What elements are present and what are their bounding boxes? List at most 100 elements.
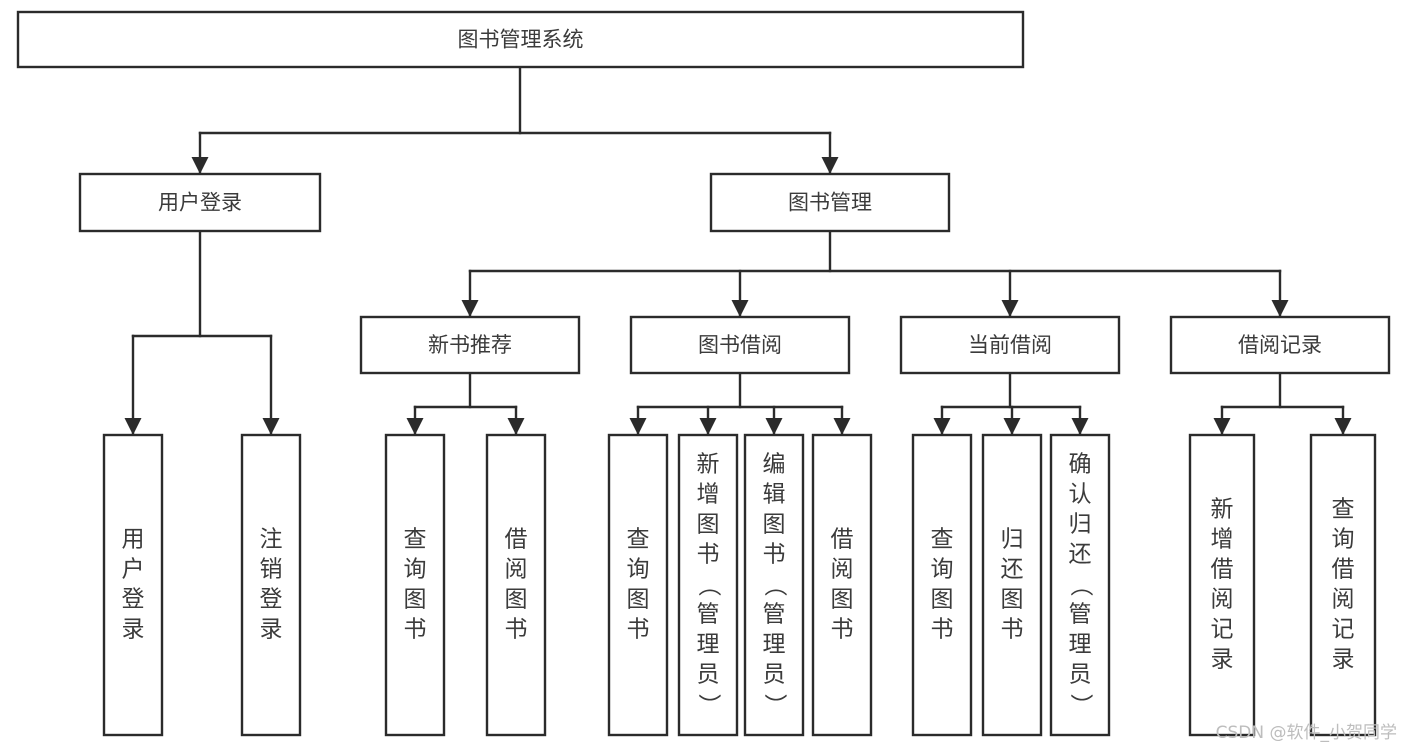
svg-text:新: 新 <box>697 452 720 478</box>
svg-text:增: 增 <box>697 482 720 508</box>
svg-text:阅: 阅 <box>505 557 528 583</box>
node-box <box>1309 433 1377 737</box>
arrow-head-icon <box>507 418 525 435</box>
svg-text:销: 销 <box>260 557 283 583</box>
svg-text:询: 询 <box>931 557 954 583</box>
node-level3-新书推荐-0[interactable]: 新书推荐 <box>359 315 581 375</box>
svg-text:书: 书 <box>697 542 720 568</box>
svg-text:图: 图 <box>505 587 528 613</box>
svg-text:录: 录 <box>122 617 145 643</box>
node-box <box>1169 315 1391 375</box>
svg-text:记: 记 <box>1332 617 1355 643</box>
svg-text:书: 书 <box>1001 617 1024 643</box>
svg-text:阅: 阅 <box>831 557 854 583</box>
node-leaf-用户登录-0[interactable]: 用户登录 <box>102 433 164 737</box>
svg-text:登: 登 <box>260 587 283 613</box>
arrow-head-icon <box>821 157 839 174</box>
svg-text:书: 书 <box>931 617 954 643</box>
svg-text:理: 理 <box>763 632 786 658</box>
node-box <box>899 315 1121 375</box>
svg-text:登: 登 <box>122 587 145 613</box>
svg-text:辑: 辑 <box>763 482 786 508</box>
svg-text:查: 查 <box>1332 497 1355 523</box>
arrow-head-icon <box>933 418 951 435</box>
node-label: 当前借阅 <box>968 333 1052 357</box>
svg-text:理: 理 <box>697 632 720 658</box>
svg-text:户: 户 <box>122 557 145 583</box>
node-level3-当前借阅-2[interactable]: 当前借阅 <box>899 315 1121 375</box>
svg-text:员: 员 <box>1069 662 1092 688</box>
connector-record-to-leaves <box>1213 371 1352 436</box>
node-box <box>102 433 164 737</box>
svg-text:借: 借 <box>831 527 854 553</box>
svg-text:认: 认 <box>1069 482 1092 508</box>
nodes-layer: 图书管理系统用户登录图书管理新书推荐图书借阅当前借阅借阅记录用户登录注销登录查询… <box>16 10 1391 737</box>
node-box <box>1049 433 1111 737</box>
arrow-head-icon <box>191 157 209 174</box>
svg-text:借: 借 <box>1332 557 1355 583</box>
svg-text:图: 图 <box>1001 587 1024 613</box>
node-box <box>607 433 669 737</box>
svg-text:还: 还 <box>1001 557 1024 583</box>
svg-text:询: 询 <box>404 557 427 583</box>
node-level3-图书借阅-1[interactable]: 图书借阅 <box>629 315 851 375</box>
svg-text:（: （ <box>696 574 722 597</box>
svg-text:图: 图 <box>627 587 650 613</box>
svg-text:书: 书 <box>404 617 427 643</box>
node-box <box>16 10 1025 69</box>
node-box <box>743 433 805 737</box>
svg-text:图: 图 <box>931 587 954 613</box>
svg-text:书: 书 <box>505 617 528 643</box>
node-label: 用户登录 <box>122 527 145 643</box>
svg-text:借: 借 <box>505 527 528 553</box>
arrow-head-icon <box>1003 418 1021 435</box>
svg-text:用: 用 <box>122 527 145 553</box>
node-box <box>78 172 322 233</box>
svg-text:管: 管 <box>697 602 720 628</box>
arrow-head-icon <box>406 418 424 435</box>
node-root-图书管理系统-0[interactable]: 图书管理系统 <box>16 10 1025 69</box>
svg-text:录: 录 <box>260 617 283 643</box>
node-level3-借阅记录-3[interactable]: 借阅记录 <box>1169 315 1391 375</box>
connectors-layer <box>124 65 1352 436</box>
node-level2-用户登录-0[interactable]: 用户登录 <box>78 172 322 233</box>
svg-text:借: 借 <box>1211 557 1234 583</box>
node-box <box>240 433 302 737</box>
connector-newbook-to-leaves <box>406 371 525 436</box>
node-level2-图书管理-1[interactable]: 图书管理 <box>709 172 951 233</box>
node-label: 借阅记录 <box>1238 333 1322 357</box>
node-box <box>677 433 739 737</box>
svg-text:编: 编 <box>763 452 786 478</box>
svg-text:查: 查 <box>931 527 954 553</box>
svg-text:管: 管 <box>1069 602 1092 628</box>
connector-root-to-level2-bus <box>191 65 839 175</box>
svg-text:员: 员 <box>697 662 720 688</box>
arrow-head-icon <box>1334 418 1352 435</box>
svg-text:图: 图 <box>697 512 720 538</box>
node-box <box>629 315 851 375</box>
node-box <box>359 315 581 375</box>
node-label: 新书推荐 <box>428 333 512 357</box>
node-box <box>1188 433 1256 737</box>
arrow-head-icon <box>1213 418 1231 435</box>
